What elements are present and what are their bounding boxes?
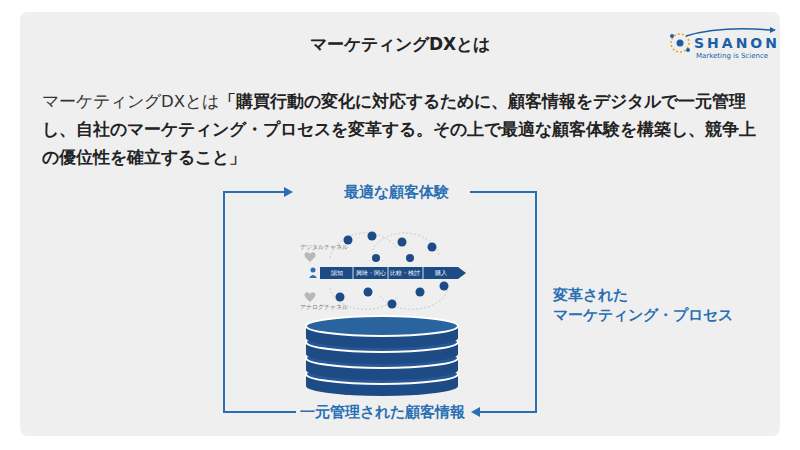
logo-dot (670, 34, 674, 38)
band-divider (353, 267, 354, 279)
logo-ring (671, 34, 689, 52)
journey-band (320, 267, 466, 279)
band-divider (423, 267, 424, 279)
logo-tagline: Marketing is Science (696, 52, 768, 60)
logo-wordmark: SHANON (694, 35, 780, 51)
cycle-label: 変革された マーケティング・プロセス (553, 285, 753, 325)
orbit (372, 233, 440, 258)
stage-label: 認知 (331, 269, 343, 278)
cycle-line (470, 192, 536, 412)
logo-dot (677, 40, 684, 47)
band-divider (388, 267, 389, 279)
cycle-line (224, 192, 296, 412)
heart-icon (305, 252, 316, 262)
orbit (380, 288, 448, 309)
touchpoint-icon (372, 254, 380, 262)
cycle-label: 最適な顧客体験 (344, 183, 449, 202)
stage-label: 購入 (435, 269, 447, 278)
touchpoint-icon (440, 282, 449, 291)
stage-label: 比較・検討 (390, 269, 420, 278)
person-icon (311, 268, 316, 273)
touchpoint-icon (368, 232, 377, 241)
slide-title: マーケティングDXとは (310, 33, 490, 56)
channel-label: デジタルチャネル (300, 243, 348, 252)
touchpoint-icon (398, 238, 407, 247)
arrowhead (471, 407, 480, 417)
cycle-label: 一元管理された顧客情報 (300, 403, 465, 422)
arrowhead (284, 187, 293, 197)
definition-lead: マーケティングDXとは (42, 92, 219, 111)
touchpoint-icon (428, 243, 437, 252)
disk-top (306, 316, 458, 336)
channel-label: アナログチャネル (300, 303, 348, 312)
logo-dot (686, 48, 690, 52)
logo-swoosh (686, 29, 770, 36)
touchpoint-icon (388, 300, 397, 309)
heart-icon (305, 292, 316, 302)
touchpoint-icon (406, 254, 414, 262)
touchpoint-icon (416, 288, 425, 297)
touchpoint-icon (364, 288, 373, 297)
touchpoint-icon (336, 293, 345, 302)
database-symbol (306, 316, 458, 396)
person-icon (309, 275, 317, 278)
definition-paragraph: マーケティングDXとは「購買行動の変化に対応するために、顧客情報をデジタルで一元… (42, 88, 764, 172)
stage-label: 興味・関心 (356, 269, 386, 278)
logo-arrowhead (770, 27, 776, 33)
